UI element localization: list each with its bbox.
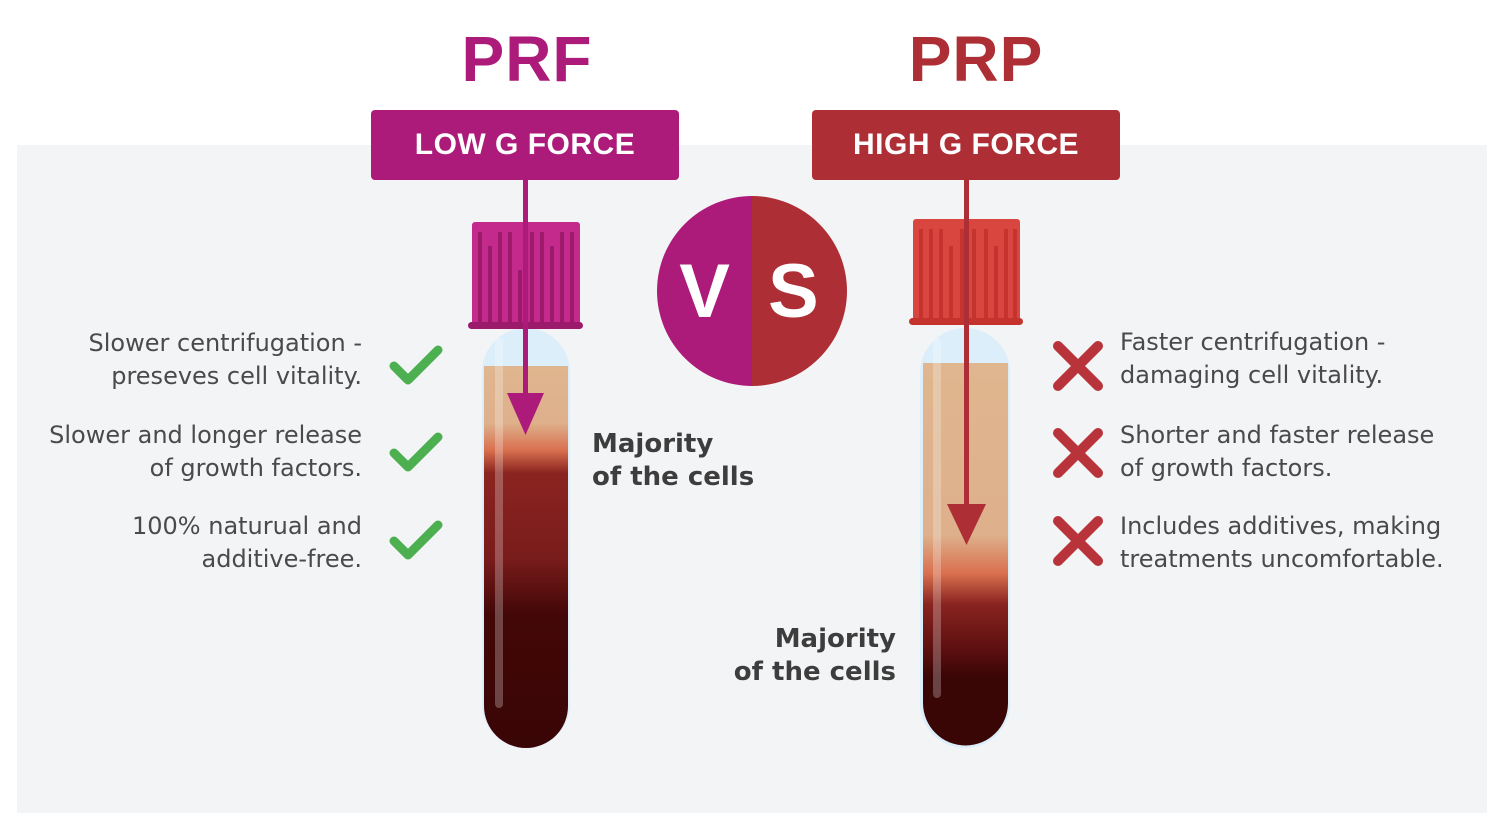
cross-icon (1053, 428, 1103, 478)
prf-test-tube-icon (468, 178, 583, 748)
check-icon (389, 520, 443, 560)
cross-icon (1053, 516, 1103, 566)
check-icon (389, 432, 443, 472)
prp-title: PRP (908, 23, 1044, 95)
high-g-force-badge: HIGH G FORCE (812, 110, 1120, 180)
prp-test-tube-icon (909, 178, 1023, 748)
check-icon (389, 345, 443, 385)
cross-icon (1053, 341, 1103, 391)
low-g-force-badge: LOW G FORCE (371, 110, 679, 180)
prf-title: PRF (461, 23, 593, 95)
prp-majority-label: Majority of the cells (733, 624, 896, 687)
prf-majority-label: Majority of the cells (592, 429, 755, 492)
vs-badge: V S (657, 196, 847, 386)
prp-feature-1: Faster centrifugation -damaging cell vit… (1120, 328, 1386, 389)
prf-feature-1: Slower centrifugation -preseves cell vit… (88, 329, 362, 390)
